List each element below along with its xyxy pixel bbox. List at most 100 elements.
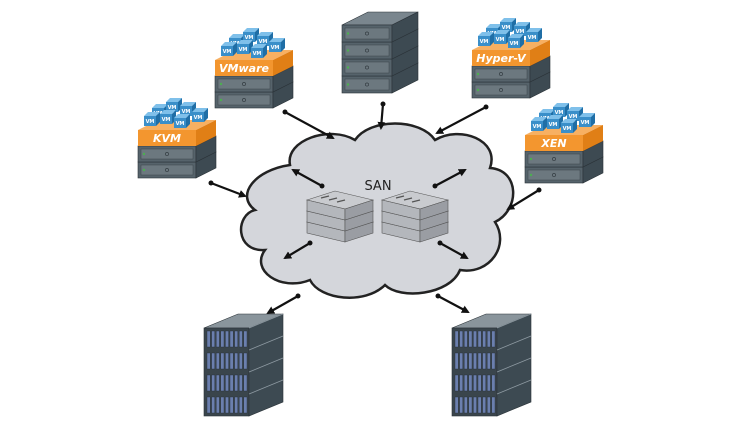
drive-bay xyxy=(206,396,211,414)
drive-bay xyxy=(229,374,234,392)
svg-text:VM: VM xyxy=(480,39,489,45)
drive-bay xyxy=(454,374,459,392)
svg-text:VM: VM xyxy=(253,51,262,57)
connection-arrow xyxy=(506,187,542,211)
drive-bay xyxy=(225,352,229,370)
drive-bay xyxy=(459,374,464,392)
standalone-server xyxy=(341,11,419,94)
drive-bay xyxy=(482,396,487,414)
vm-cube-icon: VM xyxy=(508,34,524,48)
svg-text:VM: VM xyxy=(146,119,155,125)
hypervisor-hyperv: Hyper-VVMVMVMVMVMVMVM xyxy=(471,18,551,99)
drive-bay xyxy=(211,352,216,370)
drive-bay xyxy=(243,396,248,414)
vm-cube-icon: VM xyxy=(192,108,208,122)
drive-bay xyxy=(234,352,239,370)
drive-bay xyxy=(238,396,243,414)
drive-bay xyxy=(238,374,243,392)
vm-cube-icon: VM xyxy=(174,114,190,128)
connection-arrow xyxy=(377,101,386,130)
connection-arrow xyxy=(283,240,313,260)
drive-bay xyxy=(491,330,496,348)
drive-bay xyxy=(477,374,482,392)
drive-bay xyxy=(473,374,477,392)
drive-bay xyxy=(459,330,464,348)
svg-text:VM: VM xyxy=(245,35,254,41)
svg-text:VM: VM xyxy=(528,35,537,41)
svg-text:VM: VM xyxy=(533,124,542,130)
hypervisor-vmware: VMwareVMVMVMVMVMVMVM xyxy=(214,28,294,109)
drive-bay xyxy=(473,352,477,370)
vm-cube-icon: VM xyxy=(579,113,595,127)
drive-bay xyxy=(459,352,464,370)
svg-text:VM: VM xyxy=(516,29,525,35)
drive-bay xyxy=(206,330,211,348)
connection-arrow xyxy=(291,169,325,189)
san-label: SAN xyxy=(364,179,391,194)
drive-bay xyxy=(234,330,239,348)
drive-bay xyxy=(487,352,491,370)
svg-text:VM: VM xyxy=(510,41,519,47)
vm-cube-icon: VM xyxy=(567,107,583,121)
connection-arrow xyxy=(208,180,247,198)
vm-cube-icon: VM xyxy=(547,115,563,129)
drive-bay xyxy=(215,374,220,392)
drive-bay xyxy=(220,396,225,414)
svg-text:VM: VM xyxy=(271,45,280,51)
vm-cube-icon: VM xyxy=(531,117,547,131)
drive-bay xyxy=(234,374,239,392)
vm-cube-icon: VM xyxy=(553,103,569,117)
svg-text:VM: VM xyxy=(555,110,564,116)
drive-bay xyxy=(206,374,211,392)
storage-array-storage-left xyxy=(203,313,284,417)
svg-text:VM: VM xyxy=(581,120,590,126)
drive-bay xyxy=(243,374,248,392)
drive-bay xyxy=(482,374,487,392)
drive-bay xyxy=(477,352,482,370)
drive-bay xyxy=(238,352,243,370)
drive-bay xyxy=(229,396,234,414)
san-switch-switch-left xyxy=(305,190,375,243)
connection-arrow xyxy=(435,293,470,313)
connection-arrow xyxy=(435,104,489,134)
drive-bay xyxy=(225,396,229,414)
drive-bay xyxy=(487,396,491,414)
svg-text:VM: VM xyxy=(549,122,558,128)
drive-bay xyxy=(220,330,225,348)
drive-bay xyxy=(491,352,496,370)
drive-bay xyxy=(229,352,234,370)
drive-bay xyxy=(243,352,248,370)
san-switch-switch-right xyxy=(380,190,450,243)
drive-bay xyxy=(211,374,216,392)
vm-cube-icon: VM xyxy=(243,28,259,42)
drive-bay xyxy=(487,374,491,392)
svg-text:VM: VM xyxy=(496,37,505,43)
drive-bay xyxy=(211,396,216,414)
svg-text:VM: VM xyxy=(259,39,268,45)
drive-bay xyxy=(473,396,477,414)
drive-bay xyxy=(454,330,459,348)
vm-cube-icon: VM xyxy=(257,32,273,46)
svg-text:VM: VM xyxy=(168,105,177,111)
svg-text:VM: VM xyxy=(194,115,203,121)
svg-text:VM: VM xyxy=(502,25,511,31)
drive-bay xyxy=(220,374,225,392)
drive-bay xyxy=(225,330,229,348)
drive-bay xyxy=(487,330,491,348)
drive-bay xyxy=(234,396,239,414)
drive-bay xyxy=(454,352,459,370)
svg-text:VM: VM xyxy=(176,121,185,127)
vm-cube-icon: VM xyxy=(561,119,577,133)
hypervisor-label: VMware xyxy=(219,62,269,75)
drive-bay xyxy=(215,396,220,414)
drive-bay xyxy=(464,374,468,392)
drive-bay xyxy=(491,396,496,414)
drive-bay xyxy=(477,330,482,348)
drive-bay xyxy=(482,352,487,370)
drive-bay xyxy=(215,330,220,348)
drive-bay xyxy=(211,330,216,348)
svg-text:VM: VM xyxy=(569,114,578,120)
vm-cube-icon: VM xyxy=(237,40,253,54)
drive-bay xyxy=(464,396,468,414)
